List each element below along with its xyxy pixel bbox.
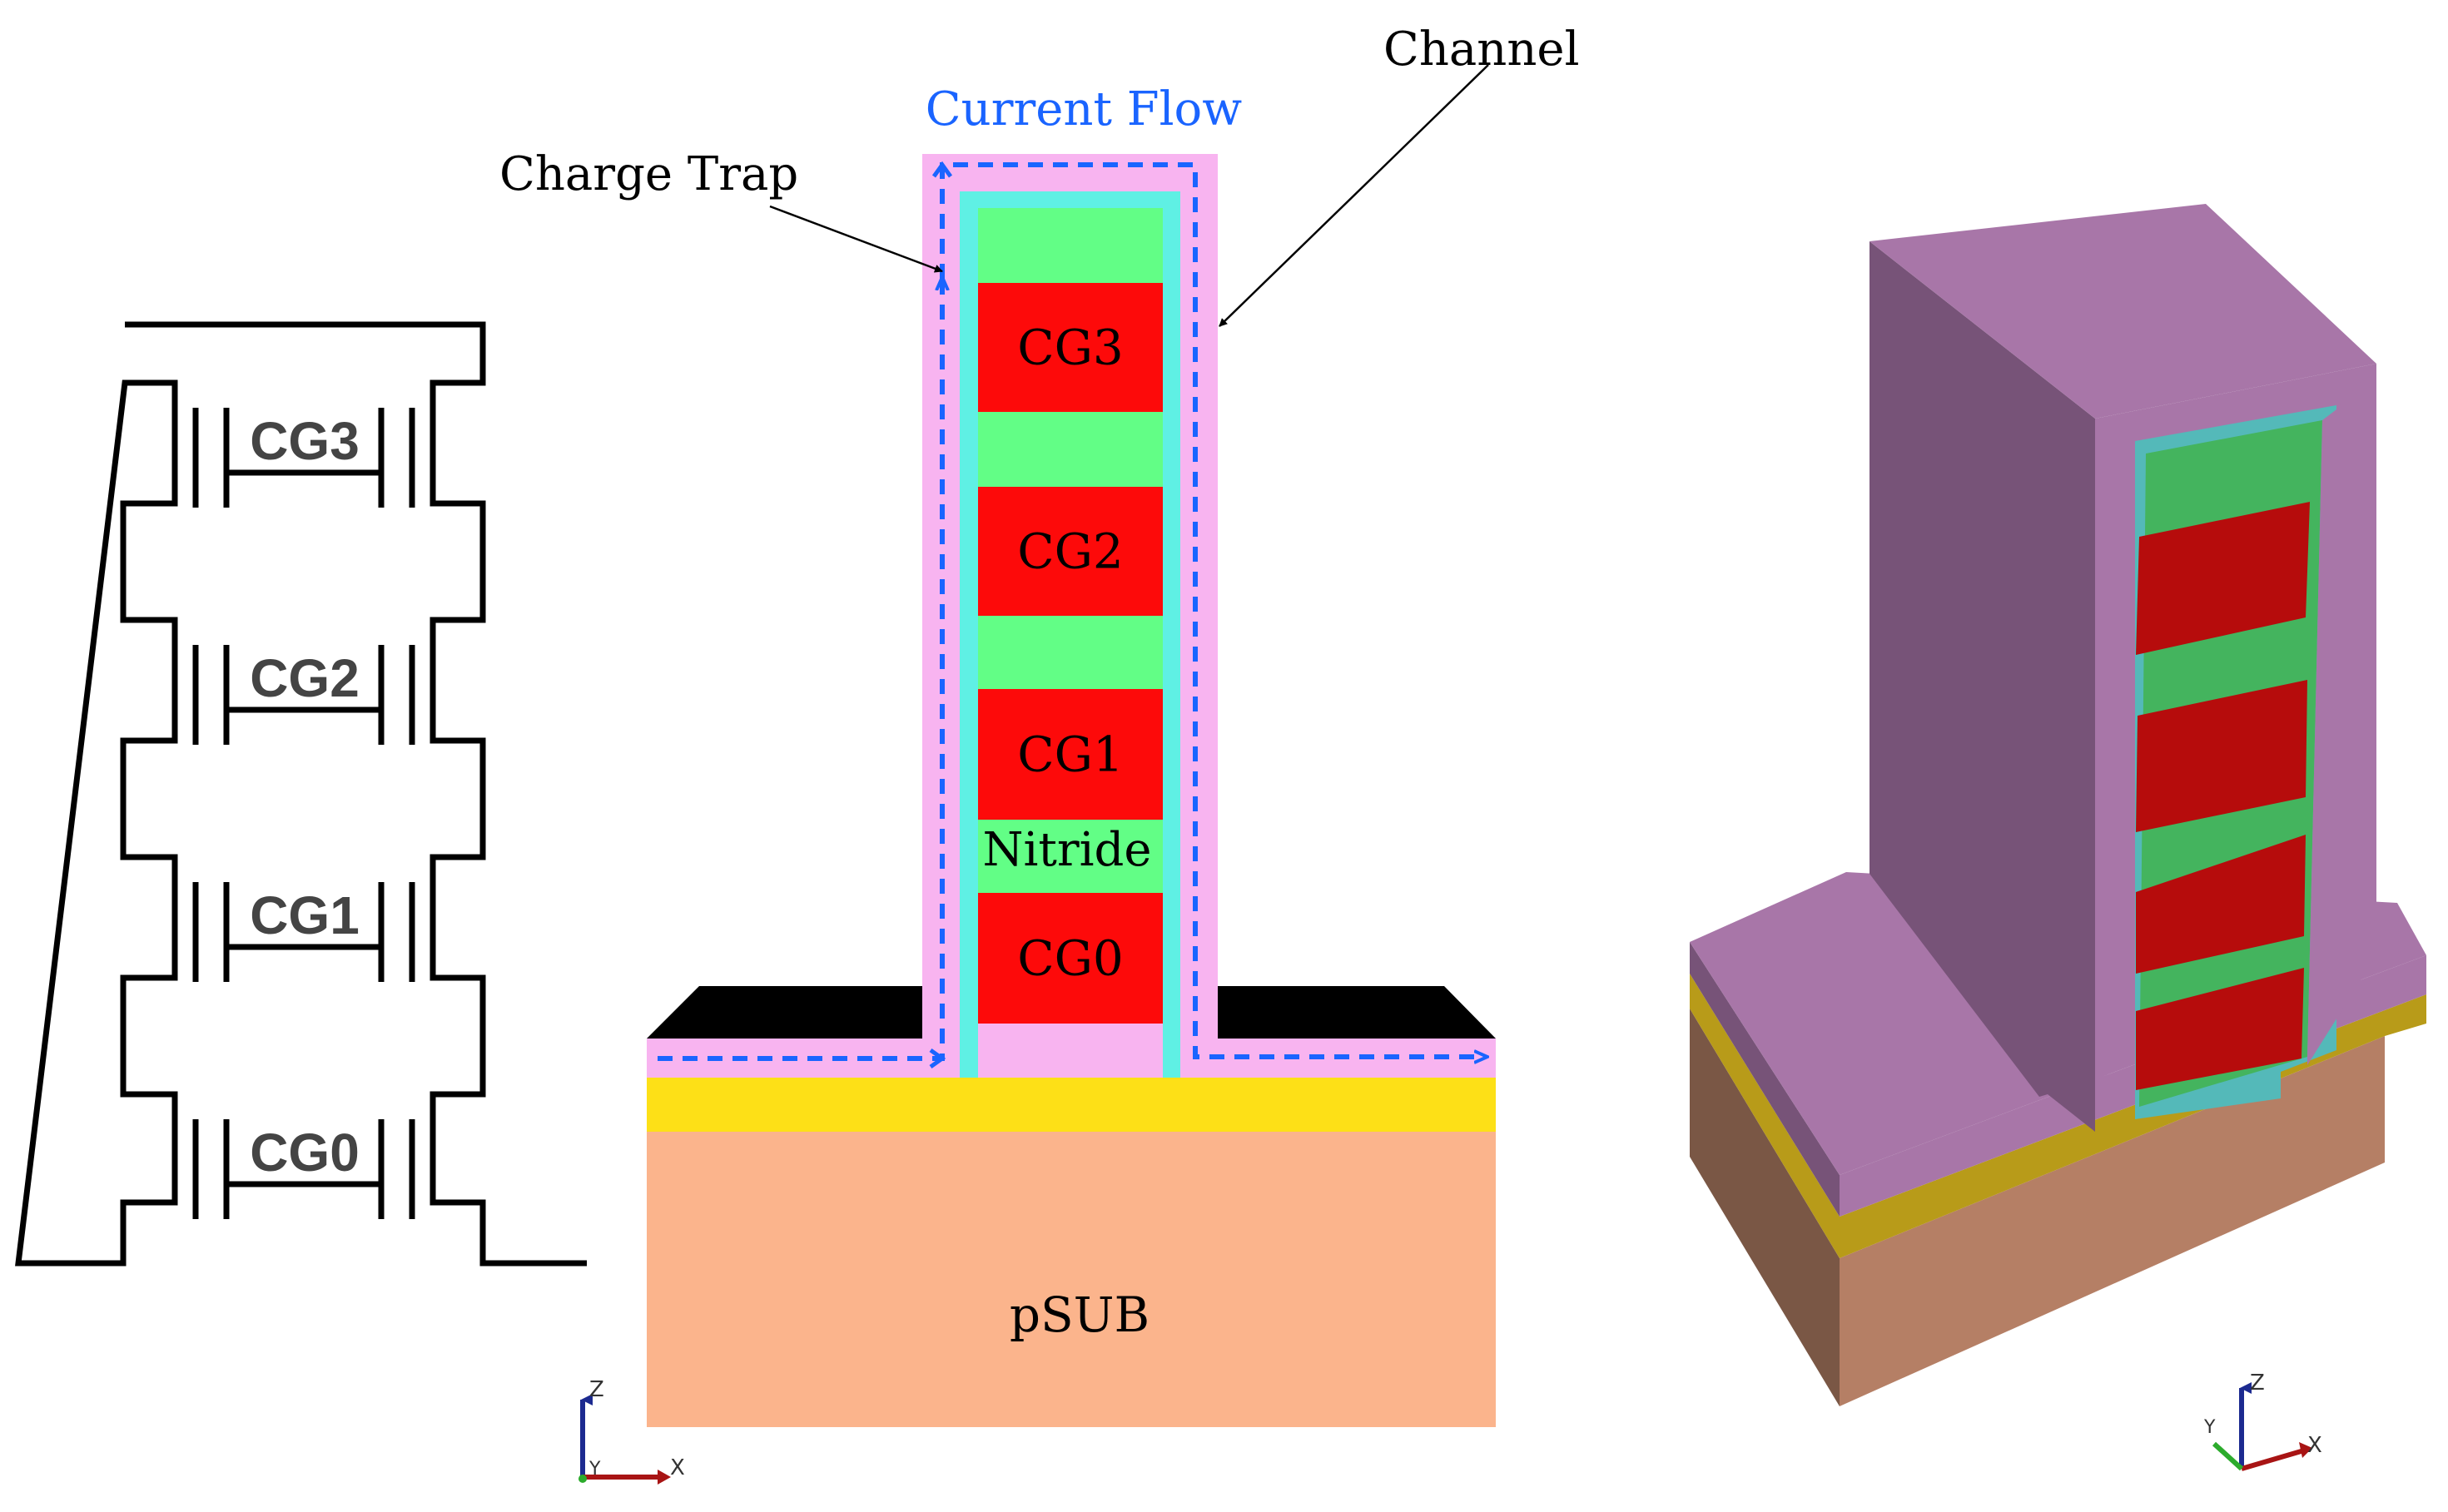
gate-label: CG3 [1017,320,1124,376]
schematic-gate-label: CG1 [250,885,360,945]
iso-gate-band [2136,835,2306,974]
schematic-gate-label: CG2 [250,648,360,708]
current-flow-callout: Current Flow [926,82,1242,136]
axis3d-z-label: Z [2250,1371,2265,1396]
schematic-gate-label: CG0 [250,1123,360,1182]
iso-gate-band [2136,968,2304,1090]
channel-callout: Channel [1383,22,1579,77]
axis-z-label: Z [589,1377,604,1402]
gate-label: CG2 [1017,523,1124,580]
right-black-cap [1218,986,1496,1039]
axis-y-label: Y [588,1459,601,1480]
axis-triad-2d: Z X Y [578,1377,685,1485]
iso-pillar-top [1870,204,2376,419]
current-flow-path [942,162,1486,1057]
schematic-gate-cg0: CG0 [192,1119,415,1219]
substrate-region [647,1132,1496,1427]
bottom-oxide-layer [647,1078,1496,1132]
substrate-label: pSUB [1010,1286,1150,1343]
current-flow-path-left [658,275,945,1061]
schematic-gate-cg1: CG1 [192,882,415,982]
axis3d-y-label: Y [2203,1417,2216,1438]
axis-x-label: X [670,1455,685,1480]
nitride-label: Nitride [982,823,1151,877]
gate-label: CG1 [1017,726,1124,783]
iso-slab-side [1690,942,1840,1217]
iso-substrate-front [1840,1036,2385,1406]
iso-substrate-side [1690,1009,1840,1406]
left-black-cap [647,986,922,1039]
schematic-gate-label: CG3 [250,411,360,471]
iso-gate-band [2136,680,2307,832]
charge-trap-leader [769,205,943,273]
isometric-3d-view: Z X Y [1690,204,2426,1471]
iso-oxide-side [1690,974,1840,1258]
schematic-gate-cg3: CG3 [192,408,415,508]
iso-pillar-inner-face [2307,364,2376,1065]
schematic-gate-cg2: CG2 [192,645,415,745]
charge-trap-callout: Charge Trap [499,147,798,201]
axis-triad-3d: Z X Y [2203,1371,2322,1471]
schematic-outline [15,321,587,1267]
iso-gate-band [2136,502,2310,655]
current-flow-top-left-arrow [931,161,953,178]
current-flow-entry-arrow [929,1048,946,1069]
iso-pillar-side [1870,241,2095,1132]
channel-leader [1219,64,1489,327]
gate-label: CG0 [1017,930,1124,987]
axis3d-x-label: X [2307,1433,2322,1458]
